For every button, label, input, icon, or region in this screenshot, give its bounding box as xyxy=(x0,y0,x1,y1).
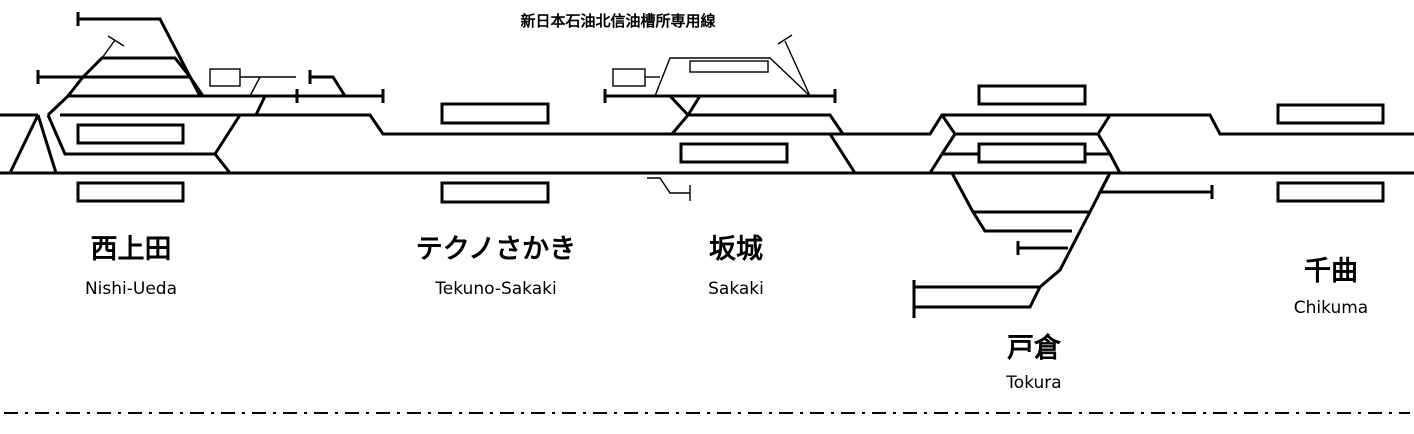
station-romaji-tekuno-sakaki: Tekuno-Sakaki xyxy=(434,279,556,299)
chikuma-platform-1 xyxy=(1276,103,1385,125)
nishi-ueda-platform-2 xyxy=(76,181,185,203)
tokura-platform-1 xyxy=(977,84,1087,106)
station-name-chikuma: 千曲 xyxy=(1304,256,1358,287)
station-romaji-chikuma: Chikuma xyxy=(1294,298,1368,318)
nishi-ueda-tracks xyxy=(8,12,385,174)
tokura-tracks xyxy=(912,114,1214,318)
siding-label: 新日本石油北信油槽所専用線 xyxy=(520,12,715,30)
chikuma-platform-2 xyxy=(1276,181,1385,203)
station-name-tokura: 戸倉 xyxy=(1007,332,1062,364)
sakaki-oil-depot xyxy=(689,60,769,73)
tekuno-sakaki-platform-1 xyxy=(440,102,550,125)
sakaki-oil-tank-building xyxy=(612,68,646,87)
sakaki-tracks xyxy=(603,34,857,201)
nishi-ueda-building xyxy=(209,68,241,87)
station-romaji-nishi-ueda: Nishi-Ueda xyxy=(85,279,177,299)
station-name-sakaki: 坂城 xyxy=(709,234,763,265)
station-name-tekuno-sakaki: テクノさかき xyxy=(416,234,576,265)
station-romaji-tokura: Tokura xyxy=(1005,373,1061,393)
nishi-ueda-platform-1 xyxy=(76,123,185,145)
tekuno-sakaki-platform-2 xyxy=(440,181,550,204)
sakaki-platform xyxy=(679,142,789,164)
station-romaji-sakaki: Sakaki xyxy=(708,279,764,299)
main-line-upper xyxy=(0,113,1414,136)
tokura-platform-2 xyxy=(977,142,1087,164)
station-name-nishi-ueda: 西上田 xyxy=(91,234,172,265)
